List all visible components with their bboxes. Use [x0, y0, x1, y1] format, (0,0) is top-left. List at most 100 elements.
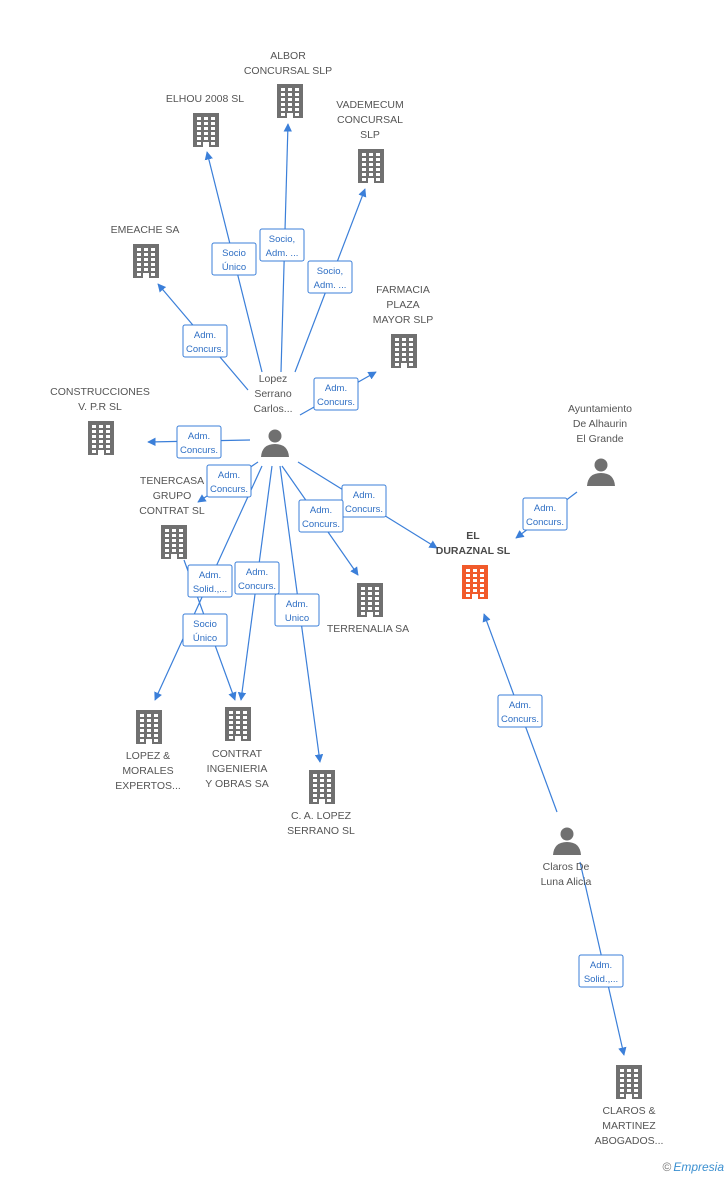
- relation-label: Adm. ...: [314, 280, 347, 291]
- relation-badge[interactable]: Adm. Solid.,...: [578, 954, 624, 988]
- relation-label: Adm.: [353, 490, 375, 501]
- person-icon: [261, 429, 289, 457]
- building-icon: [225, 707, 251, 741]
- node-label: MARTINEZ: [602, 1120, 656, 1132]
- node-elhou[interactable]: ELHOU 2008 SL: [166, 93, 244, 147]
- relation-label: Adm.: [218, 470, 240, 481]
- relation-label: Concurs.: [238, 581, 276, 592]
- node-label: INGENIERIA: [207, 763, 268, 775]
- node-label: GRUPO: [153, 490, 192, 502]
- relation-badge[interactable]: Adm. Unico: [274, 593, 320, 627]
- relation-label: Solid.,...: [193, 584, 227, 595]
- relation-label: Adm.: [310, 505, 332, 516]
- relation-badge[interactable]: Adm. Concurs.: [182, 324, 228, 358]
- relation-label: Concurs.: [526, 517, 564, 528]
- relation-label: Adm.: [286, 599, 308, 610]
- node-label: El Grande: [576, 433, 623, 445]
- relation-label: Único: [193, 633, 217, 644]
- node-label: CONCURSAL SLP: [244, 65, 332, 77]
- node-calopez[interactable]: C. A. LOPEZ SERRANO SL: [287, 770, 355, 837]
- node-clarosm[interactable]: CLAROS &MARTINEZABOGADOS...: [595, 1065, 664, 1147]
- node-label: PLAZA: [386, 299, 419, 311]
- relation-badge[interactable]: Adm. Concurs.: [341, 484, 387, 518]
- relation-label: Concurs.: [180, 445, 218, 456]
- building-icon: [277, 84, 303, 118]
- brand-name: Empresia: [673, 1160, 724, 1174]
- relation-label: Concurs.: [302, 519, 340, 530]
- relation-badge[interactable]: Adm. Concurs.: [206, 464, 252, 498]
- node-label: EMEACHE SA: [111, 224, 180, 236]
- node-label: CONTRAT: [212, 748, 263, 760]
- relation-label: Concurs.: [186, 344, 224, 355]
- building-icon: [309, 770, 335, 804]
- relation-label: Adm.: [534, 503, 556, 514]
- relation-label: Concurs.: [317, 397, 355, 408]
- node-label: SLP: [360, 129, 380, 141]
- node-label: Serrano: [254, 388, 292, 400]
- relation-badge[interactable]: Adm. Concurs.: [313, 377, 359, 411]
- relation-label: Adm.: [194, 330, 216, 341]
- node-duraznal[interactable]: EL DURAZNAL SL: [436, 530, 511, 599]
- relation-badge[interactable]: Adm. Concurs.: [298, 499, 344, 533]
- node-label: Luna Alicia: [541, 876, 592, 888]
- relation-badge[interactable]: Adm. Solid.,...: [187, 564, 233, 598]
- relation-label: Adm.: [590, 960, 612, 971]
- relation-label: Adm. ...: [266, 248, 299, 259]
- node-terren[interactable]: TERRENALIA SA: [327, 583, 409, 635]
- empresia-watermark: ©Empresia: [662, 1160, 724, 1174]
- node-contrat[interactable]: CONTRAT INGENIERIA Y OBRAS SA: [205, 707, 269, 790]
- node-label: DURAZNAL SL: [436, 545, 511, 557]
- node-label: CONSTRUCCIONES: [50, 386, 150, 398]
- relation-badge[interactable]: Socio, Adm. ...: [307, 260, 353, 294]
- relation-label: Unico: [285, 613, 309, 624]
- relation-label: Concurs.: [210, 484, 248, 495]
- node-label: EXPERTOS...: [115, 780, 181, 792]
- node-label: ELHOU 2008 SL: [166, 93, 244, 105]
- relation-badge[interactable]: Socio,Adm. ...: [259, 228, 305, 262]
- node-label: Ayuntamiento: [568, 403, 632, 415]
- node-label: ABOGADOS...: [595, 1135, 664, 1147]
- relation-badge[interactable]: Adm.Concurs.: [497, 694, 543, 728]
- node-label: MAYOR SLP: [373, 314, 434, 326]
- node-claros[interactable]: Claros De Luna Alicia: [541, 827, 592, 889]
- building-icon: [357, 583, 383, 617]
- node-label: EL: [466, 530, 480, 542]
- building-icon: [133, 244, 159, 278]
- node-label: C. A. LOPEZ: [291, 810, 352, 822]
- node-label: CONTRAT SL: [139, 505, 205, 517]
- node-lopez[interactable]: LopezSerranoCarlos...: [253, 373, 293, 457]
- building-icon: [462, 565, 488, 599]
- node-label: ALBOR: [270, 50, 306, 62]
- relation-label: Único: [222, 262, 246, 273]
- node-label: Carlos...: [253, 403, 292, 415]
- node-label: Y OBRAS SA: [205, 778, 268, 790]
- relation-label: Concurs.: [345, 504, 383, 515]
- relation-label: Adm.: [188, 431, 210, 442]
- relation-label: Socio: [193, 619, 217, 630]
- node-emeache[interactable]: EMEACHE SA: [111, 224, 180, 278]
- relation-label: Socio: [222, 248, 246, 259]
- relation-label: Adm.: [199, 570, 221, 581]
- node-label: SERRANO SL: [287, 825, 355, 837]
- node-albor[interactable]: ALBOR CONCURSAL SLP: [244, 50, 332, 118]
- node-lopezm[interactable]: LOPEZ &MORALESEXPERTOS...: [115, 710, 181, 792]
- relation-label: Solid.,...: [584, 974, 618, 985]
- person-icon: [553, 827, 581, 855]
- relation-label: Socio,: [317, 266, 343, 277]
- relation-label: Adm.: [325, 383, 347, 394]
- relation-badge[interactable]: Adm.Concurs.: [234, 561, 280, 595]
- relation-badge[interactable]: Adm. Concurs.: [176, 425, 222, 459]
- relation-label: Adm.: [509, 700, 531, 711]
- building-icon: [391, 334, 417, 368]
- building-icon: [358, 149, 384, 183]
- node-label: Claros De: [543, 861, 590, 873]
- relation-badge[interactable]: Adm. Concurs.: [522, 497, 568, 531]
